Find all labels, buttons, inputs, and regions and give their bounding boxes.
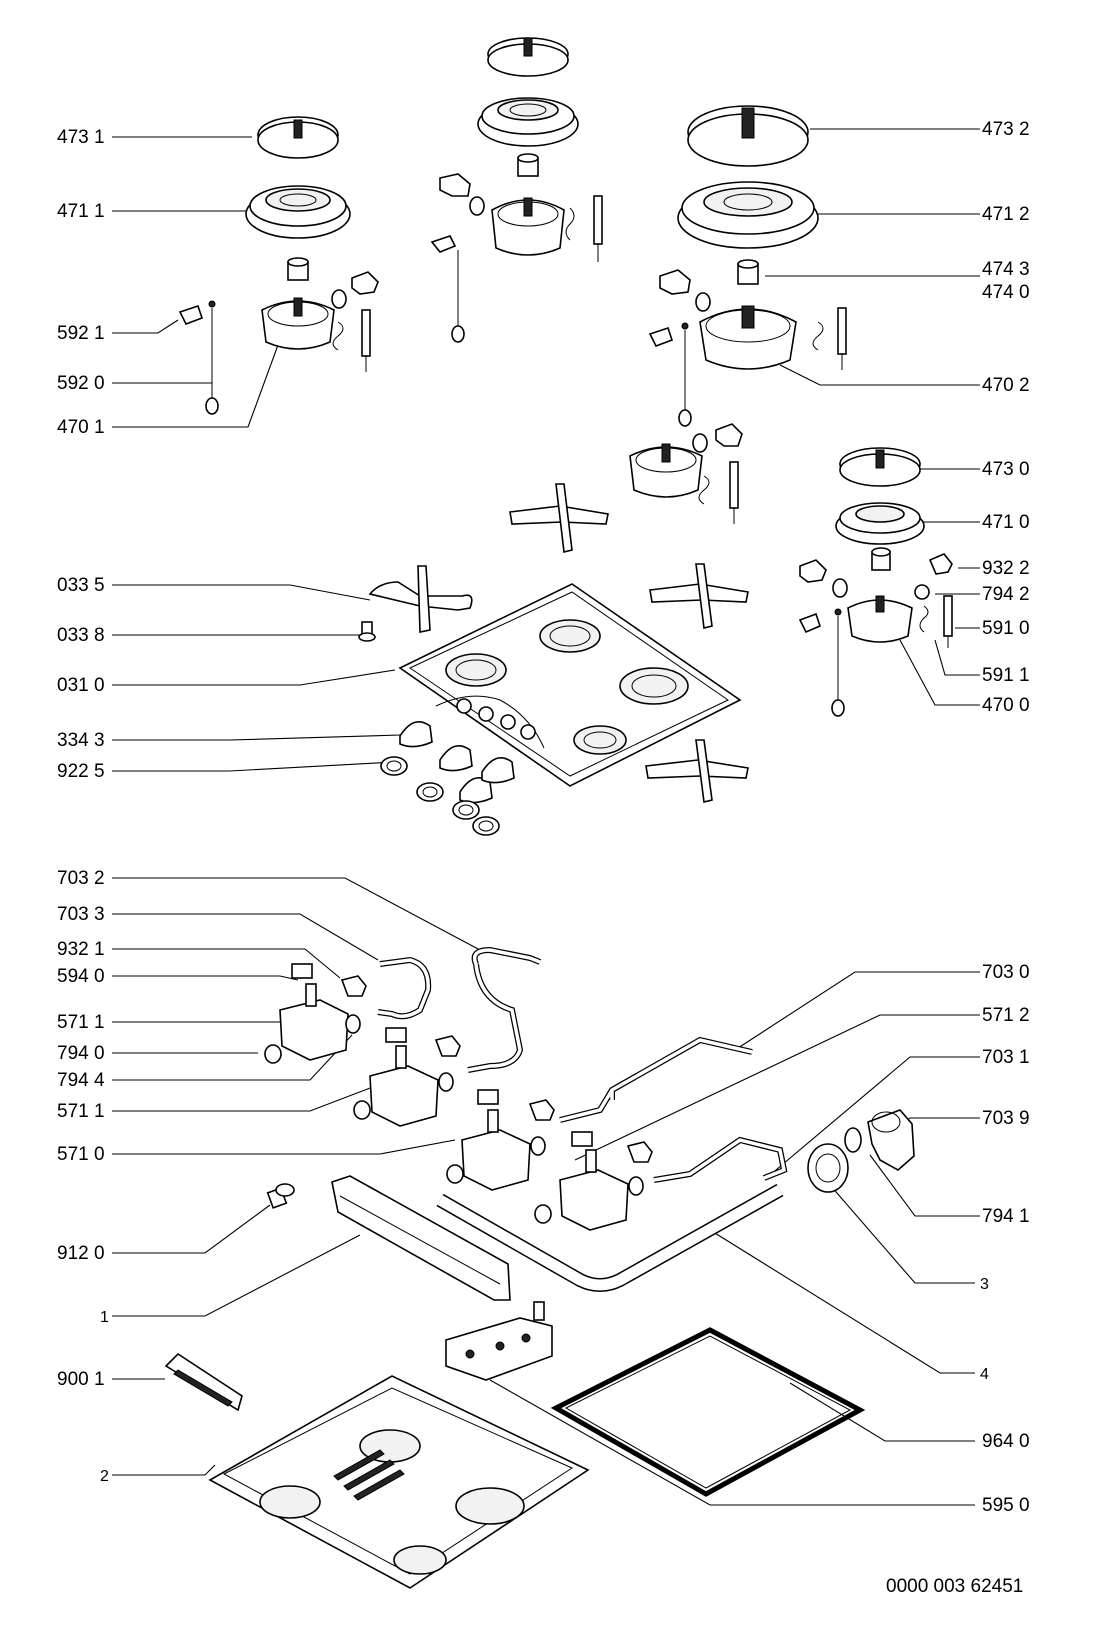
burner-base-mid bbox=[629, 423, 743, 524]
clip-left bbox=[331, 271, 379, 309]
label-1: 1 bbox=[100, 1309, 109, 1326]
burner-cap-small bbox=[839, 447, 921, 487]
label-932-2: 932 2 bbox=[982, 558, 1030, 579]
parts bbox=[164, 37, 953, 1589]
label-794-4: 794 4 bbox=[57, 1070, 105, 1091]
burner-base-left bbox=[261, 297, 335, 350]
part-labels: 473 1 471 1 592 1 592 0 470 1 473 2 471 … bbox=[57, 119, 1030, 1597]
label-571-0: 571 0 bbox=[57, 1144, 105, 1165]
label-571-2: 571 2 bbox=[982, 1005, 1030, 1026]
leader-lines bbox=[112, 128, 980, 1506]
label-571-1-a: 571 1 bbox=[57, 1012, 105, 1033]
label-471-2: 471 2 bbox=[982, 204, 1030, 225]
label-595-0: 595 0 bbox=[982, 1495, 1030, 1516]
label-033-8: 033 8 bbox=[57, 625, 105, 646]
injector-centre bbox=[517, 153, 539, 177]
ignition-module bbox=[445, 1301, 553, 1381]
knobs bbox=[399, 720, 515, 804]
label-912-0: 912 0 bbox=[57, 1243, 105, 1264]
label-470-0: 470 0 bbox=[982, 695, 1030, 716]
screw-033 bbox=[358, 621, 376, 642]
thermocouple-left bbox=[178, 300, 371, 415]
label-471-0: 471 0 bbox=[982, 512, 1030, 533]
label-794-0: 794 0 bbox=[57, 1043, 105, 1064]
pan-support-bottom bbox=[645, 739, 749, 803]
label-703-0: 703 0 bbox=[982, 962, 1030, 983]
injector-left bbox=[287, 257, 309, 281]
burner-base-centre bbox=[491, 197, 565, 256]
gas-pipes bbox=[377, 946, 788, 1292]
pan-support-top bbox=[509, 483, 609, 553]
base-tray bbox=[208, 1375, 590, 1589]
burner-head-left bbox=[245, 185, 351, 239]
knob-rings bbox=[380, 756, 500, 836]
label-703-2: 703 2 bbox=[57, 868, 105, 889]
label-900-1: 900 1 bbox=[57, 1369, 105, 1390]
label-591-0: 591 0 bbox=[982, 618, 1030, 639]
thermocouple-right bbox=[648, 307, 847, 427]
inlet-fittings bbox=[807, 1109, 915, 1193]
label-794-1: 794 1 bbox=[982, 1206, 1030, 1227]
label-922-5: 922 5 bbox=[57, 761, 105, 782]
burner-cap-left bbox=[257, 116, 339, 159]
label-474-0: 474 0 bbox=[982, 282, 1030, 303]
label-571-1-b: 571 1 bbox=[57, 1101, 105, 1122]
label-592-0: 592 0 bbox=[57, 373, 105, 394]
label-474-3: 474 3 bbox=[982, 259, 1030, 280]
label-473-2: 473 2 bbox=[982, 119, 1030, 140]
hob-top-plate bbox=[398, 583, 742, 787]
clip-centre bbox=[439, 173, 485, 216]
label-4: 4 bbox=[980, 1366, 989, 1383]
burner-head-right bbox=[677, 181, 819, 249]
thermocouple-centre bbox=[430, 195, 603, 343]
label-3: 3 bbox=[980, 1276, 989, 1293]
label-473-0: 473 0 bbox=[982, 459, 1030, 480]
label-591-1: 591 1 bbox=[982, 665, 1030, 686]
clip-right bbox=[659, 269, 711, 312]
screw-912 bbox=[266, 1183, 295, 1209]
label-2: 2 bbox=[100, 1468, 109, 1485]
label-703-3: 703 3 bbox=[57, 904, 105, 925]
front-bracket bbox=[331, 1175, 511, 1301]
label-473-1: 473 1 bbox=[57, 127, 105, 148]
injector-small bbox=[871, 547, 891, 571]
burner-cap-right bbox=[687, 105, 809, 167]
burner-base-right bbox=[699, 305, 797, 370]
pan-support-right bbox=[649, 563, 749, 629]
gas-valves bbox=[264, 963, 653, 1231]
burner-cap-centre bbox=[487, 37, 569, 77]
injector-right bbox=[737, 259, 759, 285]
label-592-1: 592 1 bbox=[57, 323, 105, 344]
label-594-0: 594 0 bbox=[57, 966, 105, 987]
pan-support-left bbox=[368, 565, 473, 633]
label-932-1: 932 1 bbox=[57, 939, 105, 960]
burner-head-centre bbox=[477, 97, 579, 147]
label-470-1: 470 1 bbox=[57, 417, 105, 438]
label-794-2: 794 2 bbox=[982, 584, 1030, 605]
label-033-5: 033 5 bbox=[57, 575, 105, 596]
burner-base-small bbox=[798, 553, 953, 717]
gasket-seal bbox=[550, 1327, 866, 1497]
clip-900 bbox=[164, 1352, 243, 1412]
label-334-3: 334 3 bbox=[57, 730, 105, 751]
label-964-0: 964 0 bbox=[982, 1431, 1030, 1452]
label-471-1: 471 1 bbox=[57, 201, 105, 222]
label-031-0: 031 0 bbox=[57, 675, 105, 696]
label-703-1: 703 1 bbox=[982, 1047, 1030, 1068]
label-470-2: 470 2 bbox=[982, 375, 1030, 396]
document-number: 0000 003 62451 bbox=[886, 1576, 1023, 1597]
label-703-9: 703 9 bbox=[982, 1108, 1030, 1129]
burner-head-small bbox=[835, 502, 925, 545]
